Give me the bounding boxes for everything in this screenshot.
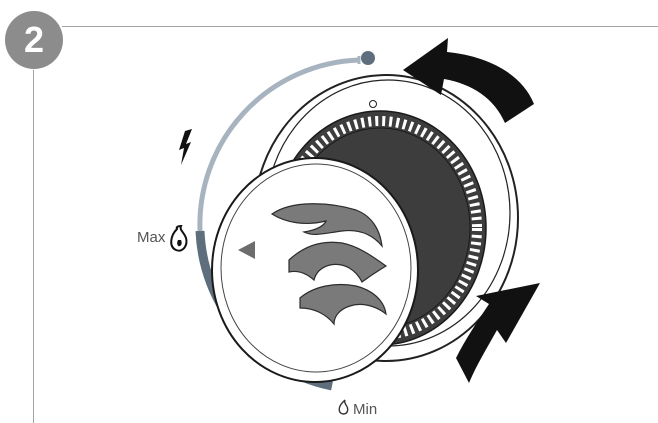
start-dot-icon (361, 51, 375, 65)
flame-icon (170, 224, 188, 252)
small-flame-icon (338, 399, 349, 415)
turn-arrow-icon (403, 38, 534, 123)
header-rule (62, 26, 658, 27)
press-arrow-icon (456, 283, 540, 383)
side-rule (33, 70, 34, 423)
flame-symbol-icon (270, 203, 388, 326)
scale-arc-light (197, 57, 360, 232)
min-label: Min (353, 401, 378, 418)
step-number-badge: 2 (5, 11, 63, 69)
max-label: Max (137, 229, 166, 246)
lightning-icon (179, 129, 192, 165)
triangle-pointer-icon (238, 241, 255, 259)
step-number: 2 (23, 19, 45, 60)
